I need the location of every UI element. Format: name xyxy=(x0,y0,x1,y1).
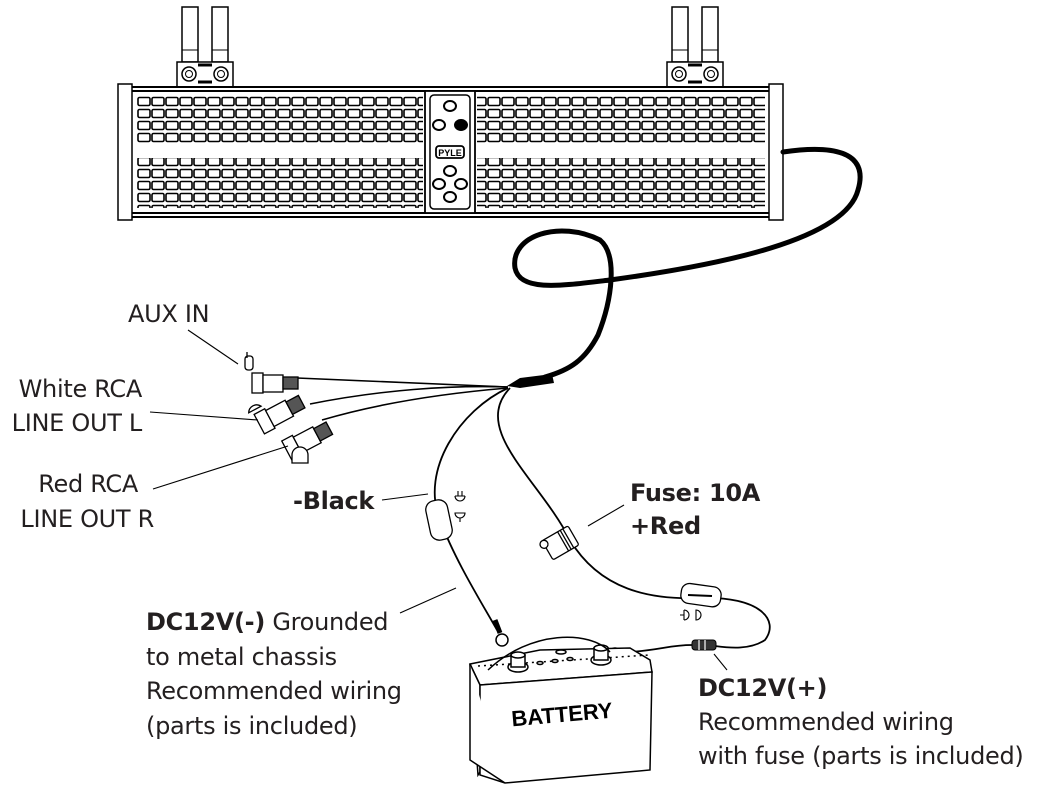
aux-in-connector xyxy=(244,352,299,394)
leader-lines xyxy=(149,329,728,671)
mount-bracket-left xyxy=(176,6,234,88)
red-rca-cap xyxy=(291,446,309,464)
bolt-icon xyxy=(213,66,229,82)
red-rca-line-out-label: LINE OUT R xyxy=(20,505,154,533)
fuse-rating-label: Fuse: 10A xyxy=(630,479,761,507)
red-rca-label: Red RCA xyxy=(38,470,138,498)
dc-negative-line2: to metal chassis xyxy=(146,643,337,671)
dc-positive-title: DC12V(+) xyxy=(698,674,828,702)
dc-negative-desc: Grounded xyxy=(265,608,389,636)
dc-negative-label: DC12V(-) Grounded xyxy=(146,605,389,639)
end-cap-left xyxy=(117,83,133,221)
aux-in-label: AUX IN xyxy=(128,300,210,328)
black-wire-connector xyxy=(425,499,453,541)
brand-logo: PYLE xyxy=(438,148,462,158)
speaker-grille-left xyxy=(137,96,423,208)
volume-down-button[interactable] xyxy=(443,191,457,203)
dc-negative-line4: (parts is included) xyxy=(146,712,358,740)
fuse-holder xyxy=(539,525,579,560)
brand-logo-badge xyxy=(435,145,465,159)
bolt-icon xyxy=(703,66,719,82)
play-pause-button[interactable] xyxy=(454,119,468,131)
plug-connector-icon xyxy=(454,491,466,522)
dc-barrel-connector xyxy=(691,639,717,651)
speaker-bar: PYLE xyxy=(117,6,784,221)
cable-splitter xyxy=(507,374,554,388)
bolt-icon xyxy=(181,66,197,82)
mode-button[interactable] xyxy=(432,119,446,131)
rca-leads xyxy=(296,377,509,421)
volume-up-button[interactable] xyxy=(443,165,457,177)
negative-ring-terminal xyxy=(495,633,509,647)
control-panel: PYLE xyxy=(424,90,476,214)
white-rca-line-out-label: LINE OUT L xyxy=(11,409,143,437)
red-wire-label: +Red xyxy=(630,512,701,540)
white-rca-label: White RCA xyxy=(18,375,143,403)
prev-track-button[interactable] xyxy=(432,178,446,190)
bolt-icon xyxy=(671,66,687,82)
dc-positive-line3: with fuse (parts is included) xyxy=(698,742,1024,770)
speaker-grille-right xyxy=(477,96,765,208)
dc-positive-line2: Recommended wiring xyxy=(698,708,954,736)
main-power-cable xyxy=(512,146,863,380)
plug-connector-icon xyxy=(680,609,702,621)
dc-negative-line3: Recommended wiring xyxy=(146,677,402,705)
white-rca-connector xyxy=(248,394,306,435)
power-button[interactable] xyxy=(443,100,457,112)
battery xyxy=(468,636,653,784)
black-wire-label: -Black xyxy=(293,487,375,515)
mount-bracket-right xyxy=(666,6,724,88)
dc-negative-title: DC12V(-) xyxy=(146,608,266,636)
red-positive-wire xyxy=(497,387,771,649)
next-track-button[interactable] xyxy=(454,178,468,190)
